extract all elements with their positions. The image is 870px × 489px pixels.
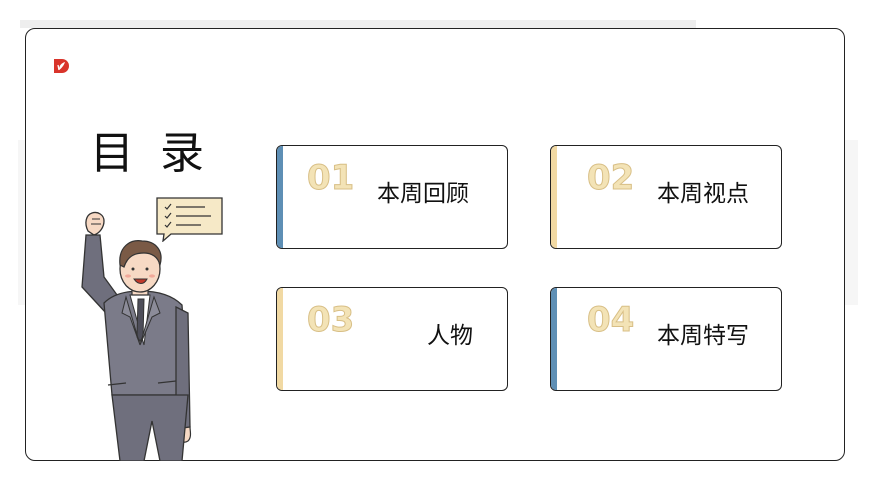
item-number: 02 <box>586 158 635 199</box>
checklist-speech-bubble-icon <box>156 197 223 242</box>
toc-item-3[interactable]: 03 人物 <box>276 287 508 391</box>
businessman-illustration <box>81 211 192 461</box>
page-title-char-1: 目 <box>90 128 134 179</box>
toc-item-1[interactable]: 01 本周回顾 <box>276 145 508 249</box>
accent-bar <box>551 288 557 390</box>
item-number: 03 <box>306 300 355 341</box>
accent-bar <box>277 288 283 390</box>
item-label: 本周回顾 <box>377 181 469 207</box>
item-label: 人物 <box>427 323 473 349</box>
toc-item-2[interactable]: 02 本周视点 <box>550 145 782 249</box>
accent-bar <box>277 146 283 248</box>
item-label: 本周特写 <box>657 323 749 349</box>
top-shadow-strip <box>20 20 696 28</box>
item-number: 01 <box>306 158 355 199</box>
page-title-char-2: 录 <box>160 128 204 179</box>
item-label: 本周视点 <box>657 181 749 207</box>
brand-logo-icon <box>54 59 69 73</box>
item-number: 04 <box>586 300 635 341</box>
toc-item-4[interactable]: 04 本周特写 <box>550 287 782 391</box>
accent-bar <box>551 146 557 248</box>
